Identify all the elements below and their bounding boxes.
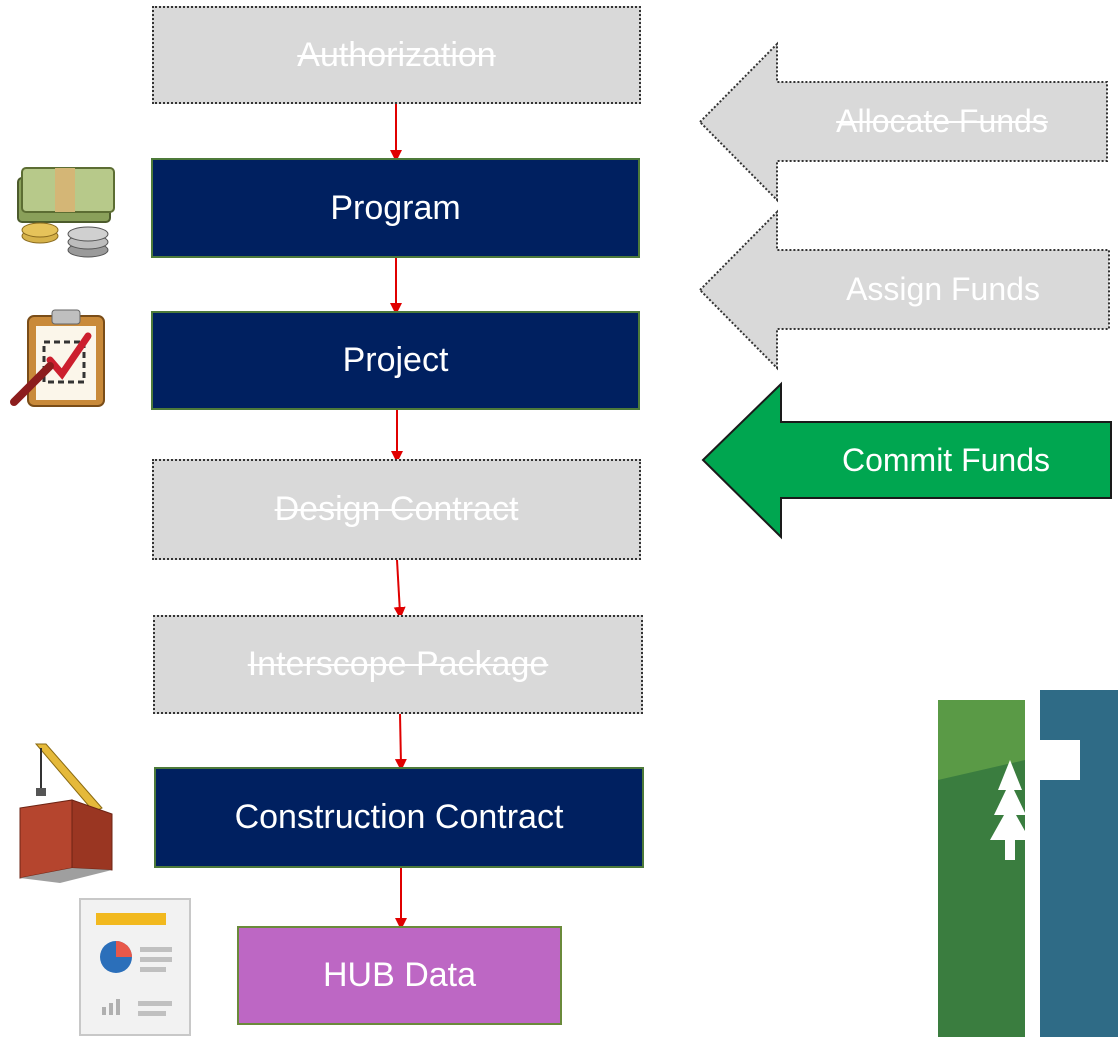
assign-funds-label: Assign Funds (846, 271, 1040, 307)
authorization-label: Authorization (297, 35, 496, 74)
clipboard-checklist-icon (10, 309, 105, 407)
interscope-package-label: Interscope Package (247, 645, 549, 683)
design-contract-label: Design Contract (274, 490, 519, 528)
hub-data-box[interactable]: HUB Data (237, 926, 562, 1025)
commit-funds-arrow (701, 381, 1112, 540)
report-document-icon (79, 898, 191, 1036)
construction-crane-icon (19, 743, 113, 883)
nc-logo (938, 690, 1118, 1037)
construction-contract-box[interactable]: Construction Contract (154, 767, 644, 868)
program-box[interactable]: Program (151, 158, 640, 258)
project-label: Project (342, 341, 449, 379)
assign-funds-label-wrap: Assign Funds (777, 250, 1109, 329)
program-label: Program (330, 188, 461, 227)
assign-funds-arrow (698, 209, 1110, 371)
allocate-funds-arrow (698, 41, 1108, 203)
allocate-funds-label-wrap: Allocate Funds (777, 82, 1107, 161)
authorization-box: Authorization (152, 6, 641, 104)
connector-design-interscope (393, 559, 406, 619)
commit-funds-label: Commit Funds (841, 441, 1051, 478)
construction-contract-label: Construction Contract (234, 798, 564, 836)
interscope-package-box: Interscope Package (153, 615, 643, 714)
allocate-funds-label: Allocate Funds (836, 103, 1048, 139)
design-contract-box: Design Contract (152, 459, 641, 560)
hub-data-label: HUB Data (322, 956, 477, 994)
commit-funds-label-wrap[interactable]: Commit Funds (781, 422, 1111, 498)
money-stack-icon (17, 167, 115, 258)
project-box[interactable]: Project (151, 311, 640, 410)
connector-interscope-construction (394, 713, 407, 771)
